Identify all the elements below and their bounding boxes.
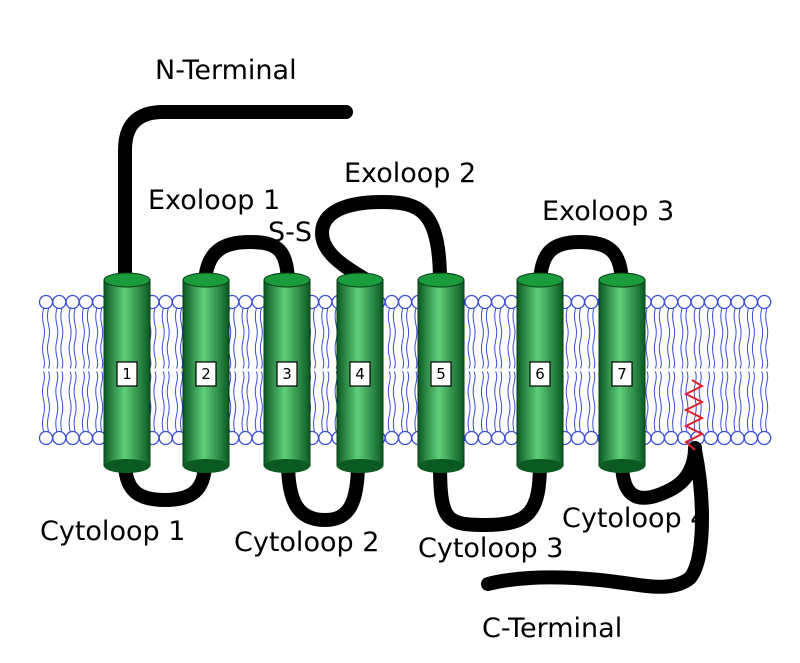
exoloop-1-segment xyxy=(198,235,295,293)
cytoloop-1-label: Cytoloop 1 xyxy=(40,516,185,547)
lipid-molecule xyxy=(78,294,94,446)
labels: N-Terminal Exoloop 2 Exoloop 1 S-S Exolo… xyxy=(40,55,707,644)
lipid-molecule xyxy=(92,294,107,446)
lipid-molecule xyxy=(65,294,80,446)
palmitoyl-anchor xyxy=(683,379,705,451)
lipid-molecule xyxy=(251,294,266,446)
lipid-molecule xyxy=(743,294,759,446)
lipid-molecule xyxy=(584,294,599,446)
lipid-molecule xyxy=(650,294,665,446)
helix-number: 2 xyxy=(201,365,211,383)
helix-bottom-cap xyxy=(599,459,645,473)
exoloop-3-label: Exoloop 3 xyxy=(542,196,674,227)
cytoloop-3-label: Cytoloop 3 xyxy=(418,533,563,564)
helix-3: 3 xyxy=(263,272,311,473)
c-terminal-segment xyxy=(481,443,709,594)
cytoloop-4-label: Cytoloop 4 xyxy=(562,503,707,534)
polypeptide-chain xyxy=(118,105,709,594)
lipid-molecule xyxy=(158,294,173,446)
helix-top-cap xyxy=(103,272,151,288)
lipid-molecule xyxy=(730,294,745,446)
n-terminal-segment xyxy=(118,105,353,293)
helix-top-cap xyxy=(182,272,230,288)
helix-top-cap xyxy=(336,272,384,288)
helix-bottom-cap xyxy=(517,459,563,473)
helix-number: 1 xyxy=(122,365,132,383)
lipid-molecule xyxy=(384,294,399,446)
lipid-molecule xyxy=(570,294,586,446)
ss-bond-label: S-S xyxy=(268,217,312,248)
helix-7: 7 xyxy=(598,272,646,473)
transmembrane-helices: 1 2 3 4 5 6 7 xyxy=(103,272,646,473)
helix-number: 7 xyxy=(617,365,627,383)
exoloop-1-label: Exoloop 1 xyxy=(148,185,280,216)
helix-number-box xyxy=(195,361,217,387)
helix-number-box xyxy=(529,361,551,387)
helix-number: 3 xyxy=(282,365,292,383)
helix-top-cap xyxy=(263,272,311,288)
lipid-molecule xyxy=(397,294,413,446)
exoloop-3-segment xyxy=(533,235,629,293)
helix-number: 5 xyxy=(436,365,446,383)
helix-bottom-cap xyxy=(104,459,150,473)
lipid-molecule xyxy=(318,294,333,446)
lipid-molecule xyxy=(477,294,493,446)
lipid-molecule xyxy=(38,294,54,446)
cytoloop-1-segment xyxy=(118,455,212,507)
helix-top-cap xyxy=(598,272,646,288)
helix-bottom-cap xyxy=(264,459,310,473)
helix-number-box xyxy=(116,361,138,387)
helix-2: 2 xyxy=(182,272,230,473)
cytoloop-3-segment xyxy=(433,455,547,532)
lipid-molecule xyxy=(238,294,253,446)
helix-number: 4 xyxy=(355,365,365,383)
cytoloop-2-segment xyxy=(281,455,365,527)
lipid-molecule xyxy=(171,294,187,446)
helix-number-box xyxy=(611,361,633,387)
helix-bottom-cap xyxy=(418,459,464,473)
lipid-molecule xyxy=(464,294,479,446)
helix-number: 6 xyxy=(535,365,545,383)
exoloop-2-segment xyxy=(315,195,447,289)
helix-number-box xyxy=(349,361,371,387)
lipid-molecule xyxy=(703,294,719,446)
lipid-molecule xyxy=(717,294,732,446)
lipid-molecule xyxy=(677,294,692,446)
helix-number-box xyxy=(430,361,452,387)
lipid-molecule xyxy=(663,294,679,446)
cytoloop-2-label: Cytoloop 2 xyxy=(234,527,379,558)
helix-6: 6 xyxy=(516,272,564,473)
helix-bottom-cap xyxy=(183,459,229,473)
lipid-molecule xyxy=(757,294,772,446)
helix-5: 5 xyxy=(417,272,465,473)
n-terminal-label: N-Terminal xyxy=(155,55,297,86)
helix-top-cap xyxy=(417,272,465,288)
helix-number-box xyxy=(276,361,298,387)
c-terminal-label: C-Terminal xyxy=(482,613,622,644)
helix-1: 1 xyxy=(103,272,151,473)
lipid-molecule xyxy=(52,294,67,446)
helix-top-cap xyxy=(516,272,564,288)
lipid-molecule xyxy=(491,294,506,446)
lipid-molecule xyxy=(504,294,519,446)
helix-4: 4 xyxy=(336,272,384,473)
helix-bottom-cap xyxy=(337,459,383,473)
exoloop-2-label: Exoloop 2 xyxy=(344,158,476,189)
